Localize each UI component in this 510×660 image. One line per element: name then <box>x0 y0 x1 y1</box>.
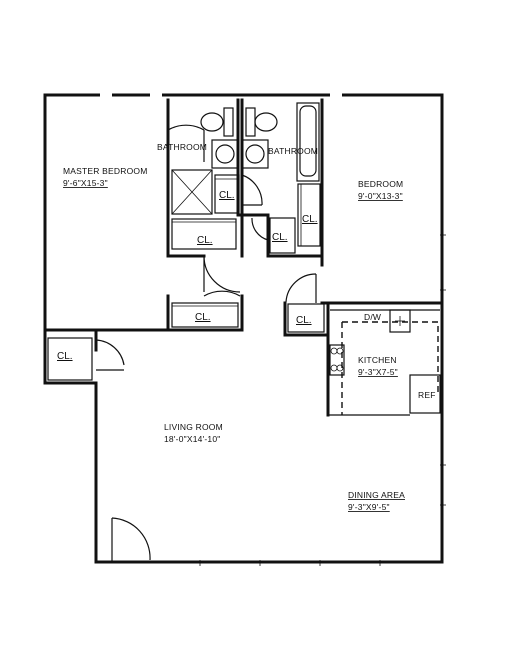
bedroom-dims: 9'-0"X13-3" <box>358 191 403 201</box>
dishwasher-label: D/W <box>364 312 381 322</box>
closet-label-6: CL. <box>296 315 312 326</box>
closet-label-4: CL. <box>272 232 288 243</box>
bathroom-2-name: BATHROOM <box>268 146 318 156</box>
living-room-name: LIVING ROOM <box>164 422 223 432</box>
closets <box>47 174 325 381</box>
kitchen-name: KITCHEN <box>358 355 397 365</box>
kitchen-fixtures <box>328 309 441 416</box>
kitchen-dims: 9'-3"X7-5" <box>358 367 398 377</box>
closet-label-3: CL. <box>195 312 211 323</box>
living-room-dims: 18'-0"X14'-10" <box>164 434 221 444</box>
bathroom-fixtures <box>171 102 320 215</box>
bathroom-1-name: BATHROOM <box>157 142 207 152</box>
exterior-walls <box>43 93 446 566</box>
closet-label-2: CL. <box>197 235 213 246</box>
master-bedroom-name: MASTER BEDROOM <box>63 166 148 176</box>
dining-area-name: DINING AREA <box>348 490 405 500</box>
fixture-labels: D/W REF <box>364 312 436 400</box>
closet-label-7: CL. <box>57 351 73 362</box>
door-swings <box>95 124 317 562</box>
closet-label-5: CL. <box>302 214 318 225</box>
closet-labels: CL. CL. CL. CL. CL. CL. CL. <box>57 190 318 362</box>
closet-label-1: CL. <box>219 190 235 201</box>
bedroom-name: BEDROOM <box>358 179 403 189</box>
refrigerator-label: REF <box>418 390 436 400</box>
master-bedroom-dims: 9'-6"X15-3" <box>63 178 108 188</box>
room-labels: MASTER BEDROOM 9'-6"X15-3" BATHROOM BATH… <box>63 142 405 512</box>
dining-area-dims: 9'-3"X9'-5" <box>348 502 390 512</box>
